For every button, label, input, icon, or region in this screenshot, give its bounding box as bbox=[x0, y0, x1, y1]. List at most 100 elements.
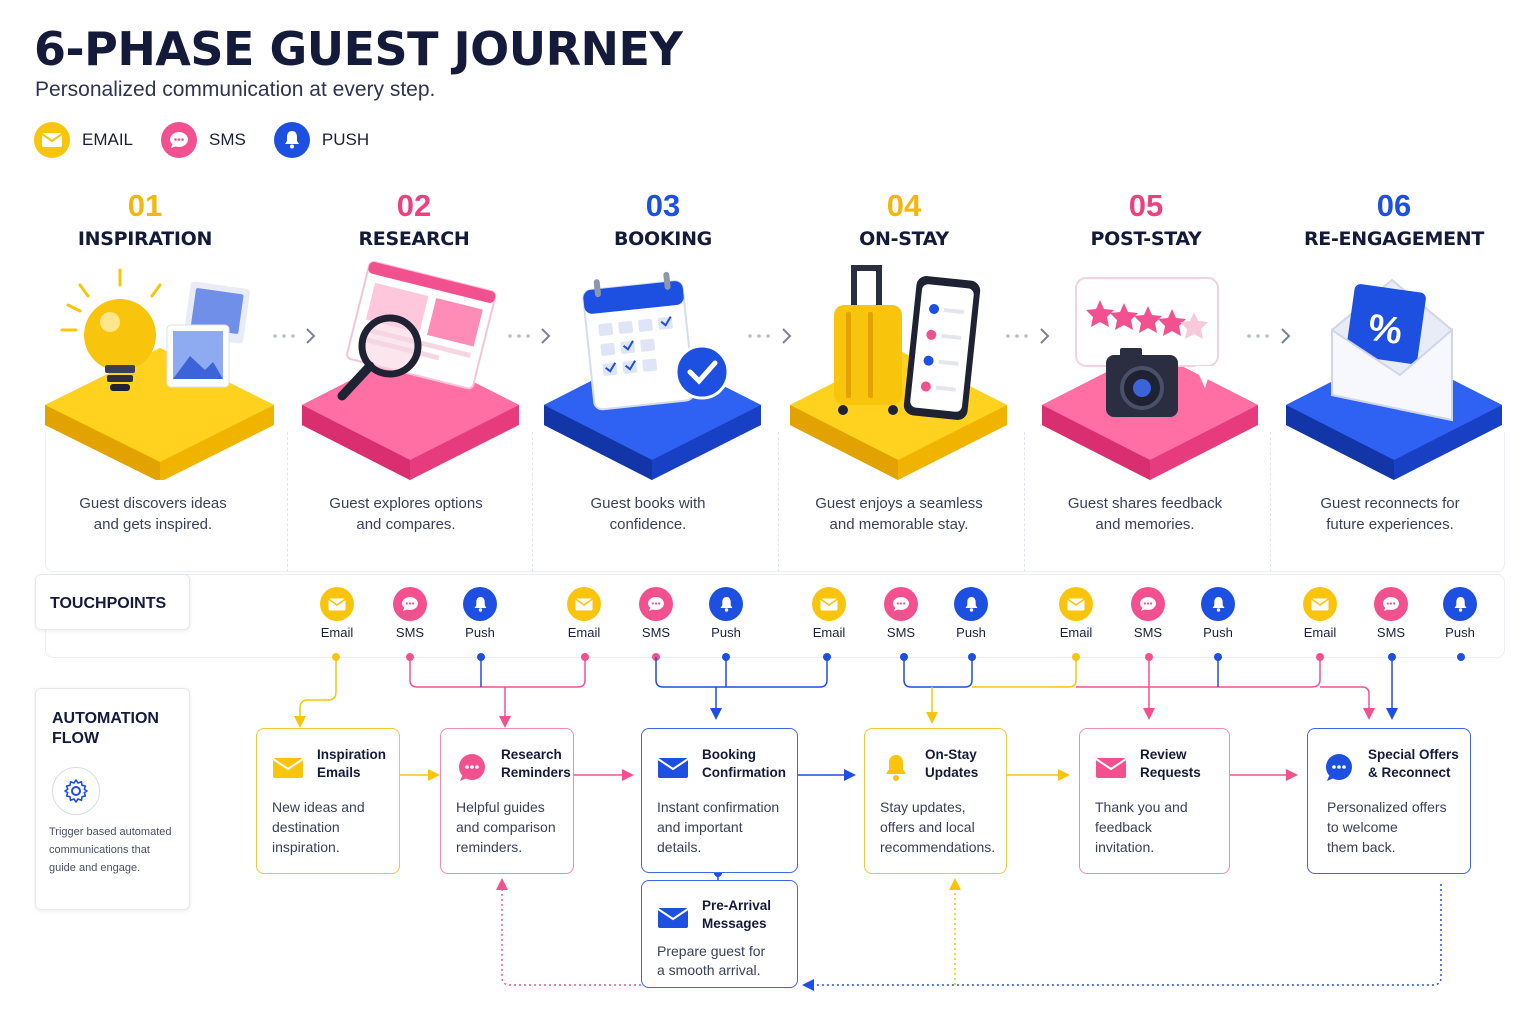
phase-number-05: 05 bbox=[1128, 188, 1164, 223]
flow-desc-line: a smooth arrival. bbox=[657, 962, 761, 978]
flow-box-description: Thank you and feedback invitation. bbox=[1095, 797, 1225, 857]
flow-box-research-reminders[interactable]: Research Reminders Helpful guides and co… bbox=[440, 728, 574, 874]
phase-number-04: 04 bbox=[886, 188, 922, 223]
touchpoint-label-email: Email bbox=[567, 625, 601, 640]
flow-title-line: Pre-Arrival bbox=[702, 898, 772, 913]
flow-desc-line: feedback bbox=[1095, 819, 1152, 835]
envelope-icon bbox=[1094, 751, 1128, 785]
automation-desc-line: communications that bbox=[49, 844, 150, 856]
envelope-icon bbox=[1303, 587, 1337, 621]
lightbulb-icon bbox=[45, 268, 274, 480]
envelope-icon bbox=[656, 901, 690, 935]
phase-desc-line: and memories. bbox=[1095, 516, 1195, 533]
phase-illustrations: % bbox=[45, 260, 1502, 480]
envelope-icon bbox=[812, 587, 846, 621]
flow-box-description: Personalized offers to welcome them back… bbox=[1327, 797, 1467, 857]
flow-box-description: Stay updates, offers and local recommend… bbox=[880, 797, 1010, 857]
flow-desc-line: offers and local bbox=[880, 819, 975, 835]
touchpoints-row bbox=[45, 574, 1505, 658]
phase-desc-line: confidence. bbox=[609, 516, 687, 533]
bell-icon bbox=[709, 587, 743, 621]
legend-item-email: EMAIL bbox=[34, 122, 133, 158]
flow-desc-line: New ideas and bbox=[272, 799, 365, 815]
phase-number-03: 03 bbox=[645, 188, 681, 223]
chat-bubble-icon bbox=[1131, 587, 1165, 621]
phase-divider bbox=[778, 432, 779, 572]
automation-title-line: FLOW bbox=[52, 730, 100, 747]
chat-bubble-icon bbox=[161, 122, 198, 158]
svg-text:%: % bbox=[1366, 307, 1405, 353]
phase-desc-line: Guest enjoys a seamless bbox=[815, 495, 983, 512]
flow-title-line: Booking bbox=[702, 747, 756, 762]
flow-title-line: Confirmation bbox=[702, 765, 786, 780]
touchpoint-label-email: Email bbox=[1059, 625, 1093, 640]
flow-box-title: Special Offers & Reconnect bbox=[1368, 746, 1472, 782]
touchpoint-label-sms: SMS bbox=[1376, 625, 1406, 640]
flow-desc-line: Prepare guest for bbox=[657, 943, 766, 959]
channel-legend: EMAIL SMS PUSH bbox=[34, 122, 397, 158]
legend-label-push: PUSH bbox=[321, 130, 370, 149]
flow-box-description: Prepare guest for a smooth arrival. bbox=[657, 942, 797, 980]
phase-name-booking: BOOKING bbox=[614, 228, 712, 250]
phase-number-02: 02 bbox=[396, 188, 432, 223]
flow-title-line: Reminders bbox=[501, 765, 571, 780]
camera-rating-icon bbox=[1042, 277, 1258, 480]
flow-box-special-offers[interactable]: Special Offers & Reconnect Personalized … bbox=[1307, 728, 1471, 874]
chat-bubble-icon bbox=[393, 587, 427, 621]
flow-box-review-requests[interactable]: Review Requests Thank you and feedback i… bbox=[1079, 728, 1230, 874]
touchpoint-label-email: Email bbox=[1303, 625, 1337, 640]
flow-box-description: Helpful guides and comparison reminders. bbox=[456, 797, 586, 857]
phase-divider bbox=[1270, 432, 1271, 572]
phase-desc-line: Guest reconnects for bbox=[1320, 495, 1460, 512]
flow-title-line: Emails bbox=[317, 765, 361, 780]
gear-icon bbox=[52, 767, 100, 815]
flow-desc-line: invitation. bbox=[1095, 839, 1155, 855]
flow-desc-line: recommendations. bbox=[880, 839, 996, 855]
flow-title-line: Special Offers bbox=[1368, 747, 1459, 762]
automation-title-line: AUTOMATION bbox=[52, 710, 159, 727]
phase-desc-line: and memorable stay. bbox=[829, 516, 969, 533]
legend-label-email: EMAIL bbox=[82, 130, 134, 149]
touchpoint-label-email: Email bbox=[320, 625, 354, 640]
legend-item-push: PUSH bbox=[273, 122, 370, 158]
touchpoint-label-sms: SMS bbox=[886, 625, 916, 640]
phase-description-panel bbox=[45, 432, 1505, 572]
flow-box-booking-confirmation[interactable]: Booking Confirmation Instant confirmatio… bbox=[641, 728, 798, 873]
touchpoint-label-push: Push bbox=[711, 625, 741, 640]
flow-desc-line: details. bbox=[657, 839, 702, 855]
flow-desc-line: reminders. bbox=[456, 839, 523, 855]
phase-name-post-stay: POST-STAY bbox=[1090, 228, 1202, 250]
flow-box-pre-arrival-messages[interactable]: Pre-Arrival Messages Prepare guest for a… bbox=[641, 880, 798, 988]
touchpoint-label-email: Email bbox=[812, 625, 846, 640]
chat-bubble-icon bbox=[884, 587, 918, 621]
bell-icon bbox=[273, 122, 310, 158]
touchpoint-label-push: Push bbox=[956, 625, 986, 640]
touchpoint-label-sms: SMS bbox=[1133, 625, 1163, 640]
phase-name-re-engagement: RE-ENGAGEMENT bbox=[1303, 228, 1485, 250]
flow-desc-line: Thank you and bbox=[1095, 799, 1188, 815]
flow-box-inspiration-emails[interactable]: Inspiration Emails New ideas and destina… bbox=[256, 728, 400, 874]
flow-box-title: Review Requests bbox=[1140, 746, 1240, 782]
chat-bubble-icon bbox=[1322, 751, 1356, 785]
envelope-icon bbox=[271, 751, 305, 785]
touchpoints-label: TOUCHPOINTS bbox=[50, 595, 167, 612]
touchpoint-label-push: Push bbox=[465, 625, 495, 640]
flow-box-on-stay-updates[interactable]: On-Stay Updates Stay updates, offers and… bbox=[864, 728, 1007, 874]
flow-box-title: Booking Confirmation bbox=[702, 746, 802, 782]
legend-label-sms: SMS bbox=[209, 130, 246, 149]
chat-bubble-icon bbox=[455, 751, 489, 785]
bell-icon bbox=[1443, 587, 1477, 621]
envelope-icon bbox=[567, 587, 601, 621]
envelope-icon bbox=[34, 122, 70, 158]
flow-desc-line: Helpful guides bbox=[456, 799, 545, 815]
calendar-check-icon bbox=[544, 271, 761, 480]
flow-desc-line: and important bbox=[657, 819, 743, 835]
flow-desc-line: Stay updates, bbox=[880, 799, 966, 815]
automation-flow-title: AUTOMATION FLOW bbox=[52, 709, 182, 749]
suitcase-phone-icon bbox=[790, 265, 1007, 480]
phase-name-on-stay: ON-STAY bbox=[859, 228, 949, 250]
flow-box-title: Inspiration Emails bbox=[317, 746, 417, 782]
flow-desc-line: to welcome bbox=[1327, 819, 1398, 835]
phase-description-post-stay: Guest shares feedback and memories. bbox=[1040, 493, 1250, 535]
flow-desc-line: Personalized offers bbox=[1327, 799, 1447, 815]
